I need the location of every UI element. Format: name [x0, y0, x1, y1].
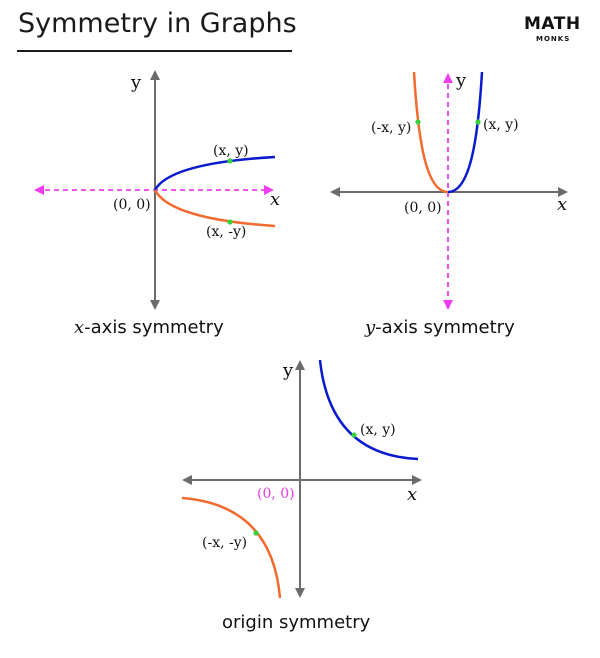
point-q1-label: (x, y) — [360, 422, 396, 438]
axis-label-x: x — [270, 189, 280, 210]
point-upper-label: (x, y) — [213, 143, 249, 159]
panel-y-axis-symmetry: y x (0, 0) (-x, y) (x, y) — [330, 70, 568, 310]
point-upper — [227, 158, 233, 164]
point-right — [475, 119, 481, 125]
point-q3-label: (-x, -y) — [202, 535, 247, 551]
point-lower-label: (x, -y) — [206, 224, 246, 240]
mathmonks-logo: MATH MONKS — [524, 14, 584, 44]
caption-y-axis-symmetry: y-axis symmetry — [365, 317, 515, 338]
caption-x-axis-symmetry: x-axis symmetry — [74, 317, 224, 338]
quadrant-3-curve — [181, 496, 282, 599]
caption-text: -axis symmetry — [84, 317, 224, 338]
point-lower — [227, 219, 233, 225]
axis-label-x: x — [557, 194, 567, 215]
page-title: Symmetry in Graphs — [18, 8, 297, 39]
left-half-curve — [412, 71, 449, 194]
logo-subtext: MONKS — [536, 35, 571, 43]
caption-origin-symmetry: origin symmetry — [222, 612, 370, 633]
origin-label: (0, 0) — [404, 200, 442, 216]
axis-label-y: y — [130, 72, 142, 93]
caption-text: -axis symmetry — [375, 317, 515, 338]
point-left — [415, 119, 421, 125]
origin-label: (0, 0) — [113, 197, 151, 213]
point-right-label: (x, y) — [483, 117, 519, 133]
quadrant-1-curve — [318, 359, 419, 461]
upper-half-curve — [153, 155, 276, 191]
origin-label: (0, 0) — [257, 486, 295, 502]
logo-wordmark: MATH — [524, 14, 581, 34]
panel-x-axis-symmetry: y x (0, 0) (x, y) (x, -y) — [34, 70, 280, 310]
title-underline — [17, 50, 292, 52]
point-left-label: (-x, y) — [371, 120, 411, 136]
panel-origin-symmetry: y x (0, 0) (x, y) (-x, -y) — [181, 359, 422, 599]
caption-variable: x — [74, 317, 85, 338]
axis-label-x: x — [407, 484, 417, 505]
lower-half-curve — [153, 189, 276, 228]
right-half-curve — [447, 71, 484, 194]
caption-variable: y — [365, 317, 376, 338]
point-q1 — [351, 432, 357, 438]
axis-label-y: y — [282, 360, 294, 381]
caption-text: origin symmetry — [222, 612, 371, 633]
point-q3 — [253, 530, 259, 536]
axis-label-y: y — [455, 70, 467, 91]
